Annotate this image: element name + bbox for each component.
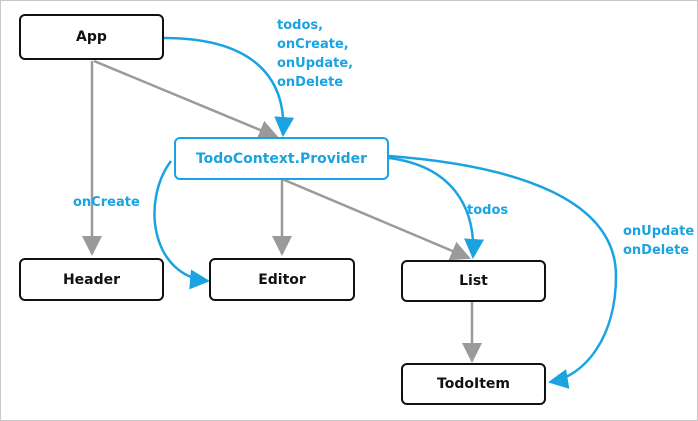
node-todoitem: TodoItem [401, 363, 546, 405]
edge-context-app-to-provider [163, 36, 295, 137]
label-line: onDelete [277, 75, 344, 90]
label-line: onUpdate [623, 224, 695, 239]
edge-provider-to-list [281, 177, 471, 261]
label-line: onUpdate, [277, 56, 354, 71]
edge-app-to-provider [93, 59, 279, 140]
edge-context-provider-to-editor [153, 160, 210, 290]
node-app: App [19, 14, 164, 60]
label-provider-to-todoitem: onUpdate onDelete [623, 222, 694, 260]
label-provider-to-list: todos [467, 203, 509, 218]
label-line: todos, [277, 18, 324, 33]
node-editor: Editor [209, 258, 355, 301]
node-list: List [401, 260, 546, 302]
label-line: onDelete [623, 243, 690, 258]
label-app-to-provider: todos, onCreate, onUpdate, onDelete [277, 16, 353, 92]
edge-context-provider-to-todoitem [388, 154, 618, 389]
label-provider-to-editor: onCreate [73, 195, 140, 210]
node-header: Header [19, 258, 164, 301]
label-line: onCreate, [277, 37, 349, 52]
edge-context-provider-to-list [388, 156, 485, 259]
node-todo-context-provider: TodoContext.Provider [174, 137, 389, 180]
